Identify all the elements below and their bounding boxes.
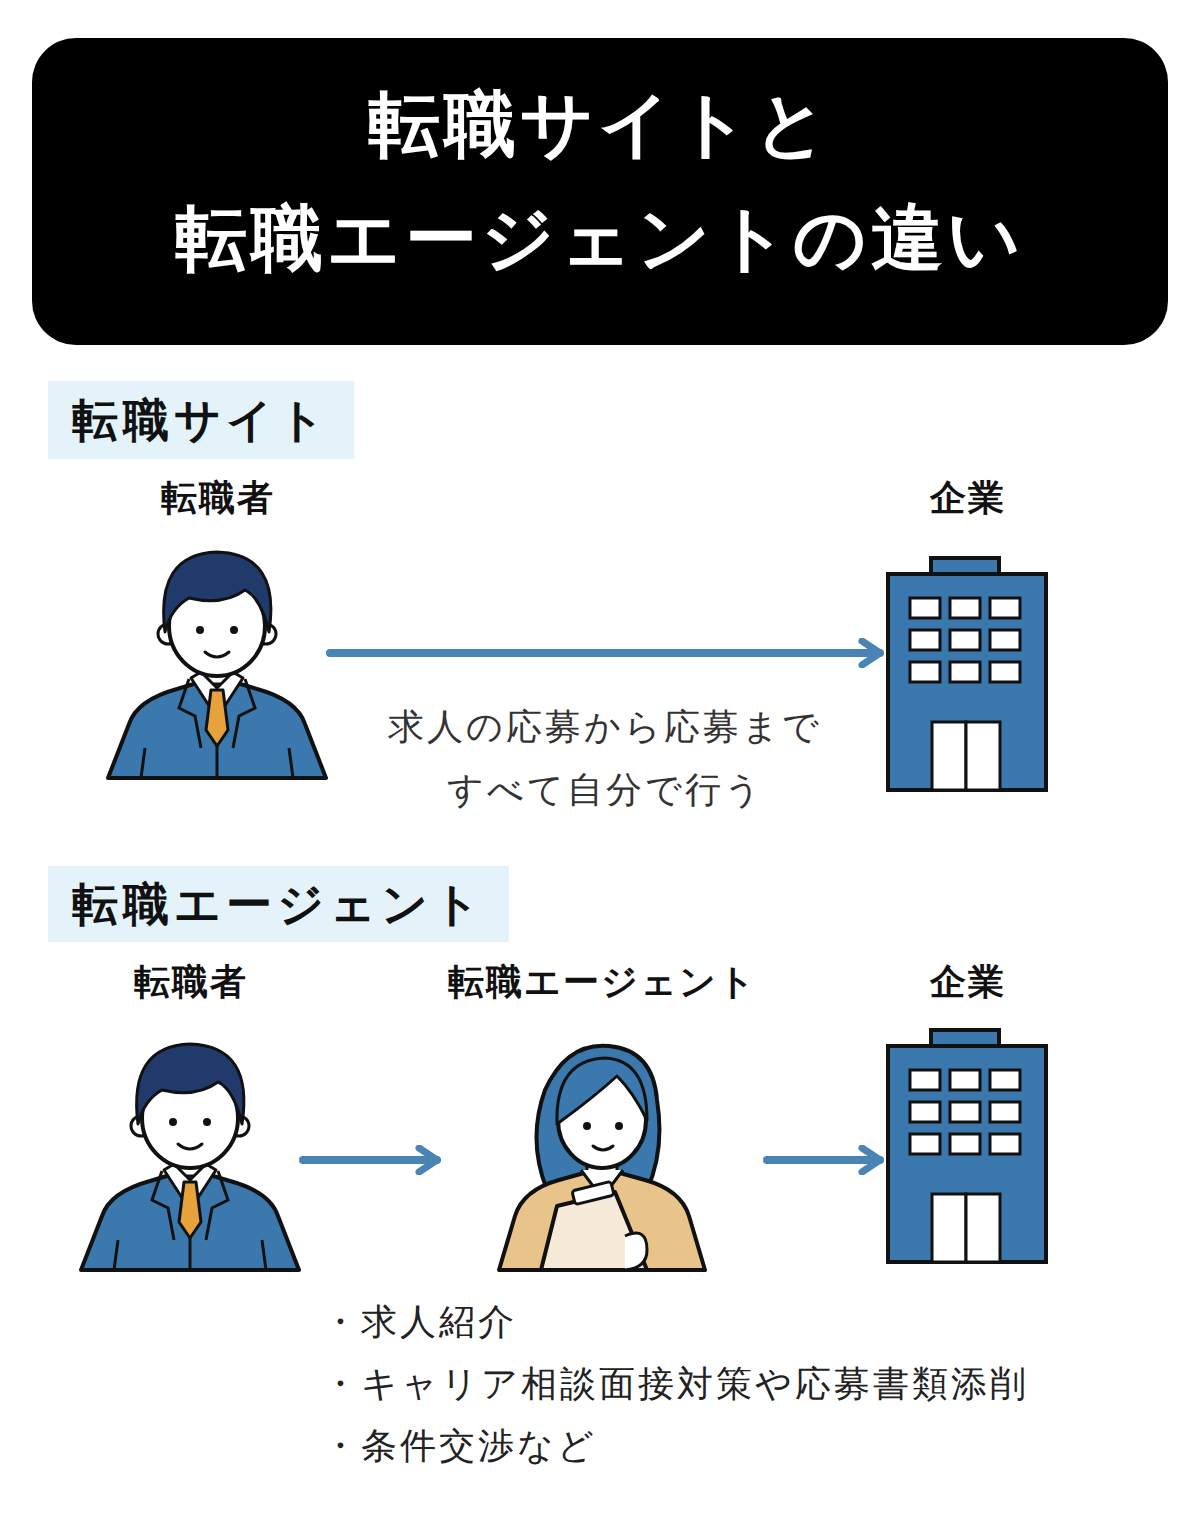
figure-node: 転職者 [105,478,330,780]
node-label: 企業 [880,962,1055,1002]
company-building [888,1030,1046,1262]
figure-node: 企業 [880,962,1055,1264]
figure-node: 企業 [880,478,1055,792]
section-band: 転職エージェント [48,866,509,942]
title-text: 転職サイトと 転職エージェントの違い [50,68,1150,296]
node-label: 転職エージェント [437,962,767,1002]
flow-arrow [767,1156,880,1164]
job-seeker-figure [108,552,326,778]
edge-label: 求人の応募から応募まで すべて自分で行う [345,695,865,821]
service-note: ・キャリア相談面接対策や応募書類添削 [322,1362,1029,1405]
service-note: ・求人紹介 [322,1300,517,1343]
section-band: 転職サイト [48,381,354,459]
flow-arrow [330,649,880,657]
node-label: 転職者 [105,478,330,518]
node-label: 転職エージェント [72,881,485,927]
node-label: 企業 [880,478,1055,518]
company-building [888,558,1046,790]
figure-node: 転職エージェント [437,962,767,1272]
figure-node: 転職者 [78,962,303,1272]
service-note: ・条件交渉など [322,1424,597,1467]
flow-arrow [303,1156,437,1164]
node-label: 転職者 [78,962,303,1002]
agent-figure [499,1046,705,1270]
job-seeker-figure [81,1044,299,1270]
node-label: 転職サイト [72,397,330,443]
